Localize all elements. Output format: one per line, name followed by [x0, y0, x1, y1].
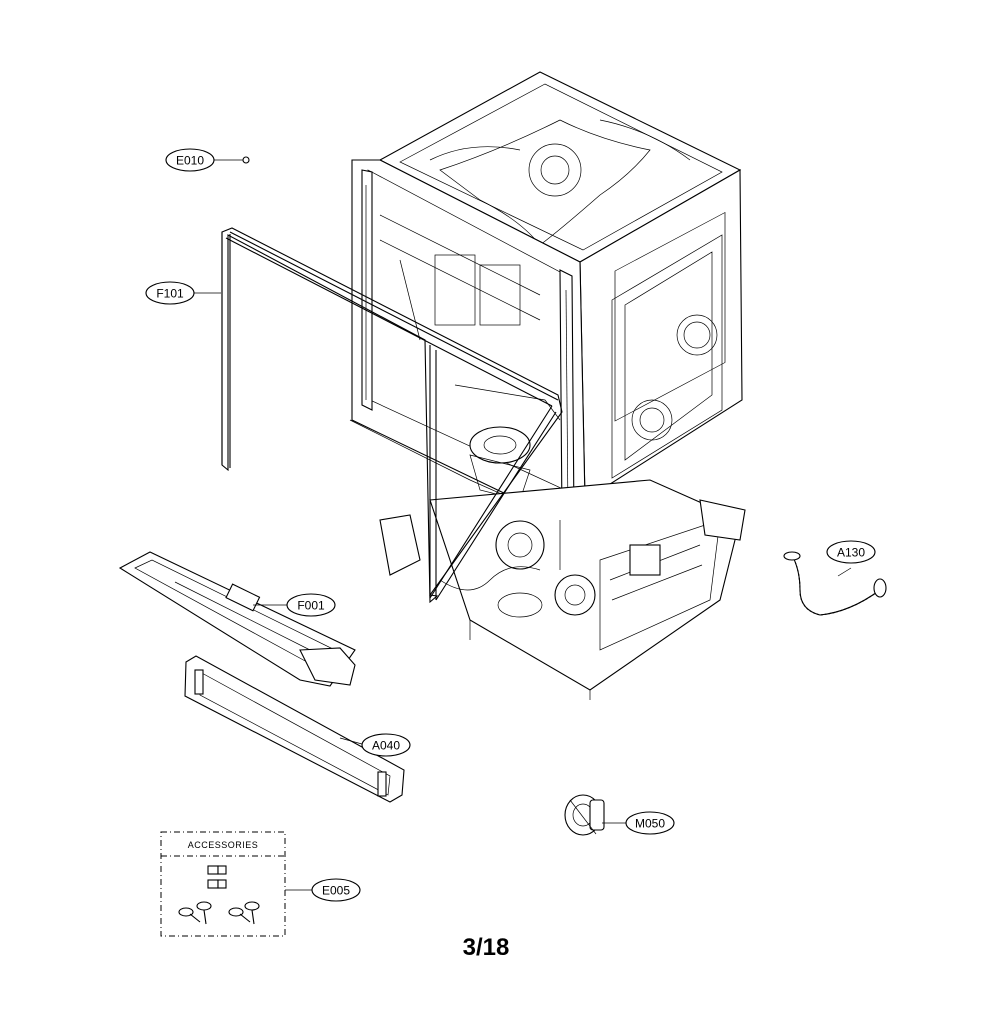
- callout-f101: F101: [145, 281, 195, 305]
- clip-icon: [207, 865, 227, 889]
- callout-a040: A040: [361, 733, 411, 757]
- callout-a130: A130: [826, 540, 876, 564]
- callout-e005: E005: [311, 878, 361, 902]
- leader-lines: [194, 159, 852, 891]
- callout-label-a040: A040: [372, 739, 400, 753]
- callout-label-m050: M050: [635, 817, 665, 831]
- vent-strip-a040: [184, 655, 405, 803]
- callout-m050: M050: [625, 811, 675, 835]
- callout-label-a130: A130: [837, 546, 865, 560]
- door-gasket-f101: [221, 227, 563, 604]
- cover-bracket-f001: [118, 551, 356, 687]
- drain-hose-a130: [783, 551, 887, 616]
- screw-e010: [242, 156, 250, 164]
- screw-icon: [178, 901, 260, 925]
- page-number: 3/18: [463, 934, 510, 961]
- accessories-box: ACCESSORIES: [160, 831, 286, 937]
- dishwasher-tub-assembly: [349, 71, 746, 700]
- callout-label-e010: E010: [176, 154, 204, 168]
- callout-label-e005: E005: [322, 884, 350, 898]
- callout-f001: F001: [286, 593, 336, 617]
- accessories-title: ACCESSORIES: [188, 840, 259, 850]
- callout-label-f101: F101: [156, 287, 184, 301]
- callout-e010: E010: [165, 148, 215, 172]
- callout-label-f001: F001: [297, 599, 325, 613]
- motor-part-m050: [564, 794, 605, 836]
